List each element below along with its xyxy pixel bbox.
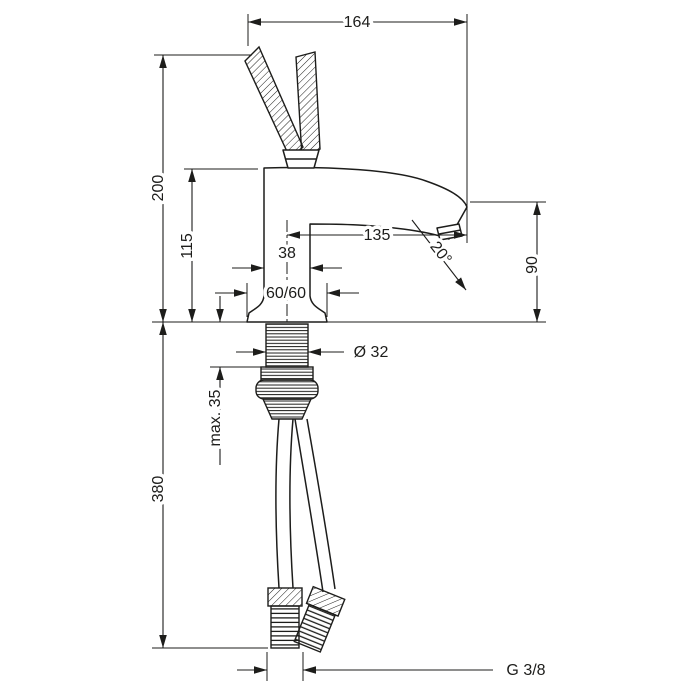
dim-label-115: 115 bbox=[179, 233, 196, 259]
dim-label-200: 200 bbox=[150, 175, 167, 202]
dim-label-max35: max. 35 bbox=[207, 389, 224, 446]
left-connector-nut bbox=[267, 587, 303, 607]
faucet-drawing bbox=[152, 45, 546, 653]
dim-label-135: 135 bbox=[364, 227, 391, 244]
right-hose-edge-1 bbox=[294, 418, 324, 593]
dim-overall-height: 200 bbox=[147, 54, 252, 322]
angle-leader-line bbox=[411, 219, 467, 291]
dim-label-6060: 60/60 bbox=[266, 285, 306, 302]
mounting-washer-dome bbox=[255, 379, 319, 400]
mounting-nut-band bbox=[260, 366, 314, 381]
mounting-hardware bbox=[255, 323, 319, 420]
dim-label-90: 90 bbox=[524, 256, 541, 274]
dim-spout-reach: 135 bbox=[287, 224, 467, 248]
handle-lever-left bbox=[244, 45, 304, 160]
dim-label-g38: G 3/8 bbox=[506, 662, 545, 679]
dim-hose-length: 380 bbox=[147, 322, 268, 649]
dim-outlet-height: 90 bbox=[470, 201, 546, 322]
dim-max-thickness: max. 35 bbox=[204, 296, 263, 465]
right-hose-edge-2 bbox=[306, 418, 336, 590]
threaded-shank bbox=[265, 323, 309, 368]
right-hose-connector bbox=[293, 585, 346, 653]
dim-shank-diameter: Ø 32 bbox=[236, 341, 392, 365]
dim-base-footprint: 60/60 bbox=[215, 282, 359, 317]
dim-connection-thread: G 3/8 bbox=[237, 652, 549, 683]
dim-spout-base-height: 115 bbox=[176, 168, 258, 322]
dim-label-38: 38 bbox=[278, 245, 296, 262]
dim-overall-width: 164 bbox=[247, 11, 468, 243]
supply-hoses bbox=[267, 418, 346, 653]
left-hose-edge-1 bbox=[275, 418, 280, 589]
dim-label-380: 380 bbox=[150, 476, 167, 503]
dim-label-20deg: 20° bbox=[426, 238, 454, 268]
faucet-handle bbox=[244, 45, 321, 169]
dim-label-d32: Ø 32 bbox=[354, 344, 389, 361]
left-hose-edge-2 bbox=[289, 418, 294, 589]
handle-lever-right bbox=[295, 51, 321, 159]
right-connector-sleeve bbox=[293, 603, 337, 653]
mounting-taper bbox=[261, 398, 313, 420]
dim-label-164: 164 bbox=[344, 14, 371, 31]
dimension-annotations: 164 200 115 38 135 bbox=[147, 11, 550, 683]
dim-body-width: 38 bbox=[232, 242, 342, 272]
